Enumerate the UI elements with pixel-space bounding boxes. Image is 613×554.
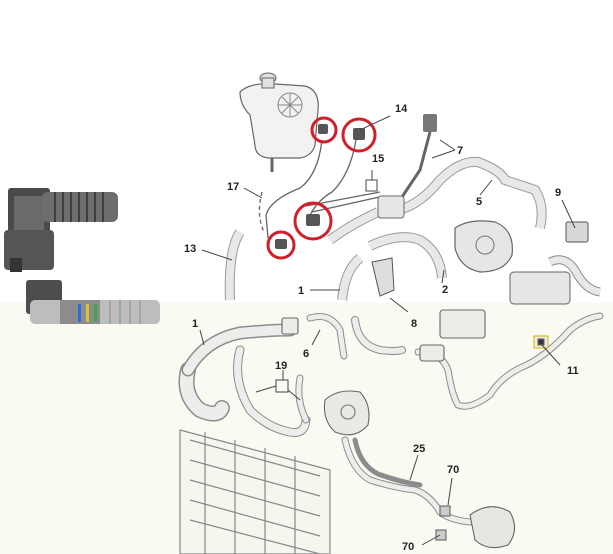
upper-hoses <box>224 131 547 301</box>
callout-70-lower: 70 <box>402 541 414 553</box>
callout-15: 15 <box>372 153 384 165</box>
callout-5: 5 <box>476 196 482 208</box>
highlight-circle-1 <box>310 116 338 144</box>
lower-hoses <box>178 312 604 526</box>
callout-2: 2 <box>442 284 448 296</box>
clip-8 <box>371 257 395 297</box>
expansion-tank <box>239 72 319 172</box>
callout-25: 25 <box>413 443 425 455</box>
thermostat-housing <box>377 195 513 273</box>
cooler-9 <box>509 221 601 305</box>
callout-19: 19 <box>275 360 287 372</box>
callout-8: 8 <box>411 318 417 330</box>
highlight-circle-3 <box>293 201 333 241</box>
callout-1-lower: 1 <box>192 318 198 330</box>
sensor-connector-photo <box>26 280 160 324</box>
leader-lines-lower <box>199 329 561 546</box>
callout-11: 11 <box>567 365 579 377</box>
highlight-circle-4 <box>266 230 296 260</box>
highlight-circles <box>266 116 377 260</box>
callout-7: 7 <box>457 145 463 157</box>
lower-components <box>281 309 549 549</box>
hose-connector-photo <box>4 188 118 272</box>
callout-6: 6 <box>303 348 309 360</box>
callout-14: 14 <box>395 103 408 115</box>
callout-1-upper: 1 <box>298 285 304 297</box>
highlight-circle-2 <box>341 117 377 153</box>
callout-17: 17 <box>227 181 239 193</box>
connector-parts <box>275 114 437 249</box>
callout-9: 9 <box>555 187 561 199</box>
callout-70-upper: 70 <box>447 464 459 476</box>
radiator <box>179 429 331 554</box>
callout-labels: 14 15 7 17 5 9 13 1 2 8 1 6 19 11 25 70 … <box>184 103 579 553</box>
leader-lines-upper <box>201 115 576 313</box>
callout-13: 13 <box>184 243 196 255</box>
